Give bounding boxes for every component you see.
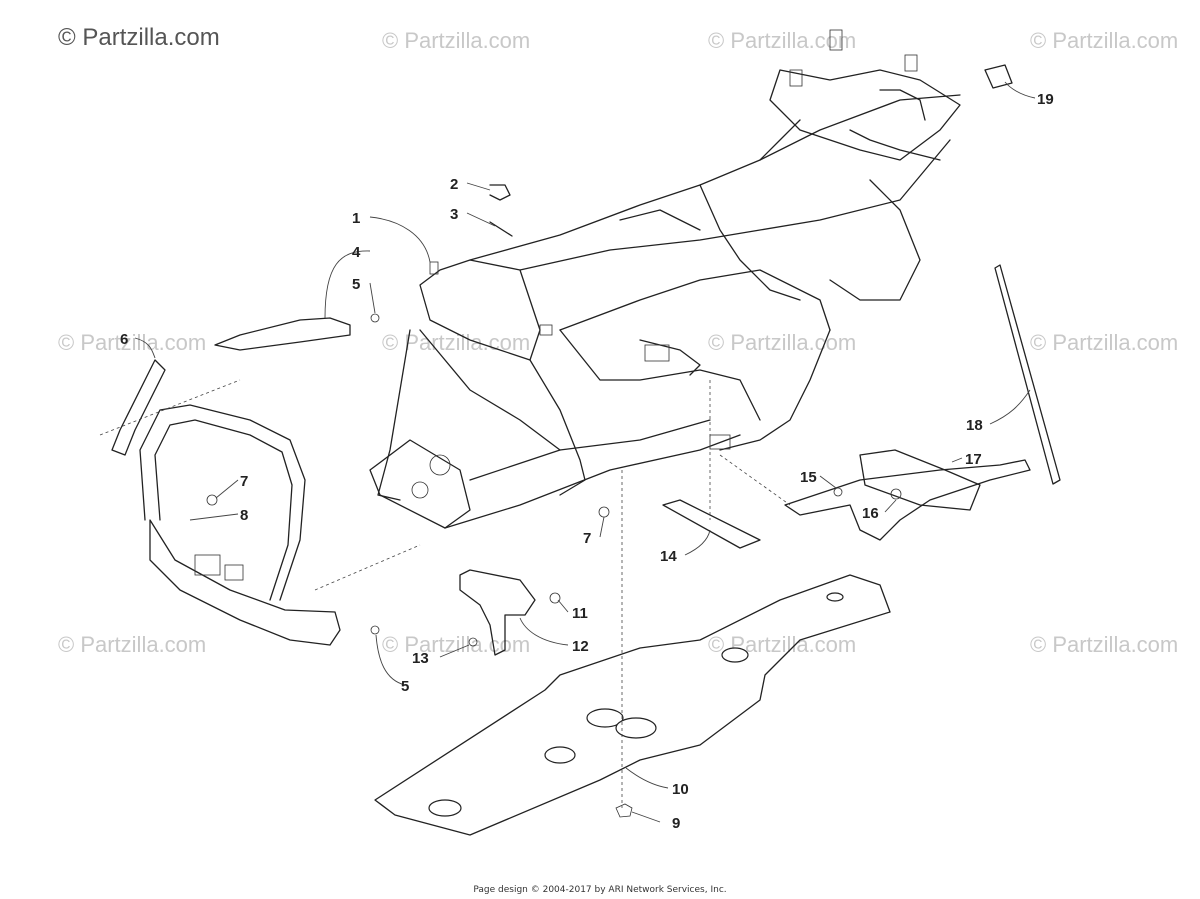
nut	[890, 488, 902, 500]
footer-copyright: Page design © 2004-2017 by ARI Network S…	[473, 885, 727, 895]
callout-6: 6	[120, 331, 128, 348]
callout-5: 5	[352, 276, 360, 293]
callout-13: 13	[412, 650, 429, 667]
rear-bar	[784, 459, 1031, 541]
watermark: © Partzilla.com	[58, 632, 207, 657]
nut	[833, 487, 843, 497]
callout-10: 10	[672, 781, 689, 798]
callout-19: 19	[1037, 91, 1054, 108]
callout-8: 8	[240, 507, 248, 524]
decal	[662, 499, 761, 549]
rear-bracket	[859, 449, 981, 511]
nut	[468, 637, 478, 647]
callout-9: 9	[672, 815, 680, 832]
skid-plate	[374, 574, 891, 836]
rod	[994, 264, 1061, 485]
watermark: © Partzilla.com	[58, 330, 207, 355]
main-frame	[369, 29, 961, 529]
callout-14: 14	[660, 548, 677, 565]
callout-17: 17	[965, 451, 982, 468]
callout-11: 11	[572, 605, 588, 622]
bolt	[370, 313, 380, 323]
bolt	[598, 506, 610, 518]
bolt	[206, 494, 218, 506]
callout-18: 18	[966, 417, 983, 434]
callout-3: 3	[450, 206, 458, 223]
callout-5: 5	[401, 678, 409, 695]
bracket-left	[214, 317, 351, 351]
watermark: © Partzilla.com	[708, 330, 857, 355]
callout-16: 16	[862, 505, 879, 522]
callout-12: 12	[572, 638, 589, 655]
leader-lines	[134, 81, 1036, 823]
watermark: © Partzilla.com	[1030, 330, 1179, 355]
pin	[489, 221, 513, 237]
watermark: © Partzilla.com	[708, 28, 857, 53]
callout-4: 4	[352, 244, 361, 261]
callout-2: 2	[450, 176, 458, 193]
watermark: © Partzilla.com	[382, 28, 531, 53]
front-bumper	[139, 404, 341, 646]
bolt	[370, 625, 380, 635]
tag	[984, 64, 1013, 89]
brace	[111, 359, 166, 456]
watermark: © Partzilla.com	[1030, 28, 1179, 53]
watermark-main: © Partzilla.com	[58, 24, 220, 51]
watermark: © Partzilla.com	[1030, 632, 1179, 657]
callout-7: 7	[583, 530, 591, 547]
clip	[489, 184, 511, 201]
mount-bracket	[459, 569, 536, 656]
callout-1: 1	[352, 210, 360, 227]
callout-15: 15	[800, 469, 817, 486]
bolt	[549, 592, 561, 604]
callout-7: 7	[240, 473, 248, 490]
fastener	[615, 803, 633, 818]
